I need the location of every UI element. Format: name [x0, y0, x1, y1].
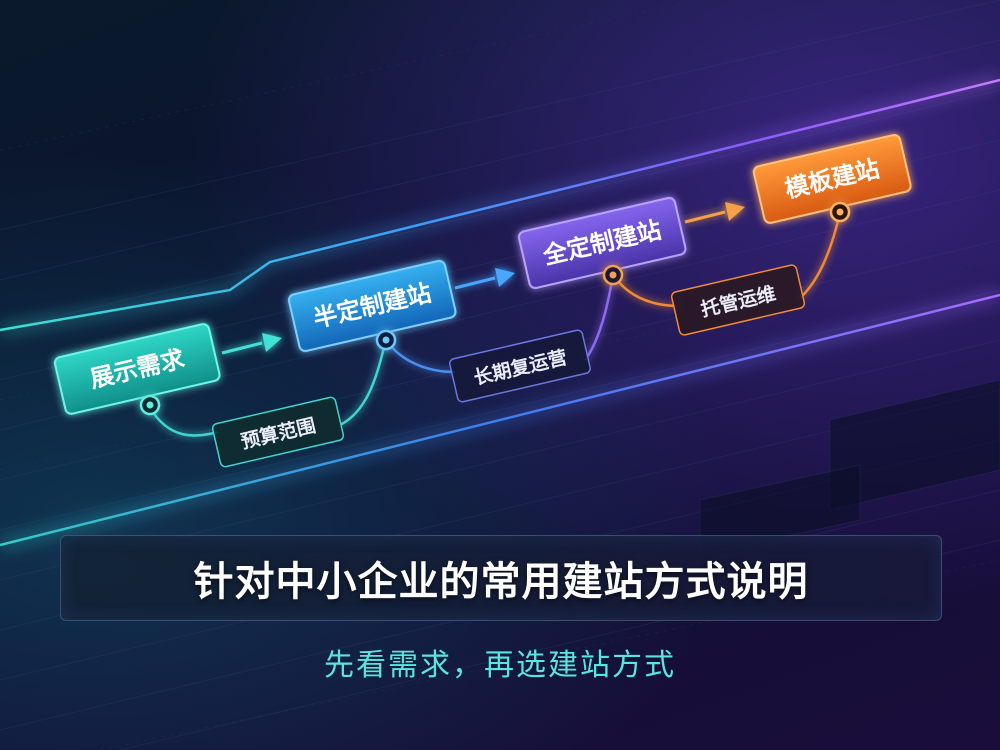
connection-dots: [139, 201, 851, 416]
sub-node-3: 托管运维: [670, 264, 806, 336]
connector-1: [148, 407, 219, 437]
connector-2b: [583, 274, 615, 361]
page-title: 针对中小企业的常用建站方式说明: [193, 559, 809, 605]
background-panels: [699, 379, 1000, 556]
sub-node-1: 预算范围: [211, 396, 345, 468]
title-panel: 针对中小企业的常用建站方式说明: [60, 535, 942, 621]
step-node-4: 模板建站: [752, 134, 912, 224]
connector-1b: [339, 339, 388, 427]
upper-light-beam: [0, 76, 1000, 334]
connector-3: [611, 274, 676, 308]
arrow-3: [684, 202, 745, 224]
sub-node-2: 长期复运营: [449, 329, 591, 403]
sub-connectors: [148, 211, 842, 437]
lower-light-beam: [0, 290, 1000, 550]
step-node-1: 展示需求: [53, 323, 221, 415]
step-node-2: 半定制建站: [287, 259, 457, 353]
page-subtitle: 先看需求，再选建站方式: [324, 648, 676, 683]
arrow-2: [454, 268, 515, 290]
flow-arrows: [221, 202, 745, 355]
connector-2: [384, 339, 456, 374]
connector-3b: [799, 211, 842, 299]
step-node-3: 全定制建站: [517, 196, 687, 290]
arrow-1: [221, 333, 282, 355]
